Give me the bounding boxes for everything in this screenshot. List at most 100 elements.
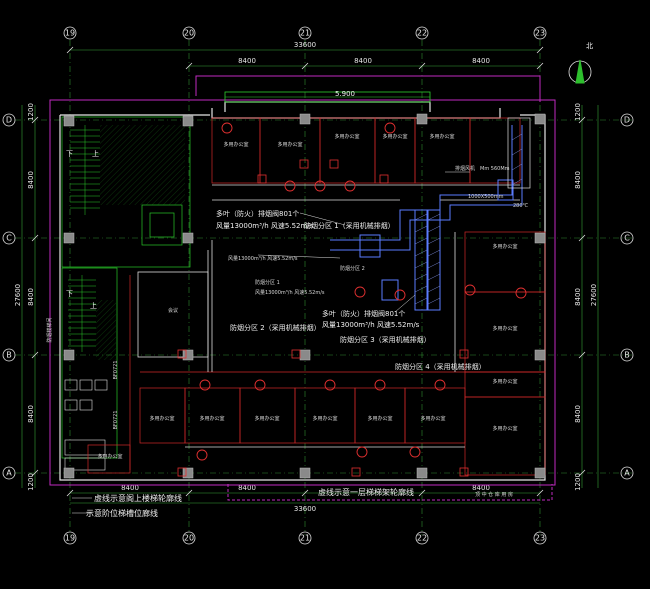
toilet-block — [64, 379, 108, 471]
legend-note-1: 虚线示意阁上楼梯轮廓线 — [94, 493, 182, 503]
vent-small-2: 风量13000m³/h 风速5.52m/s — [255, 289, 325, 296]
room-label-6: 多用办公室 — [492, 243, 517, 250]
white-partitions — [137, 184, 520, 448]
dim-right-seg-5: 1200 — [574, 473, 582, 491]
dim-total-top: 33600 — [294, 41, 316, 49]
dim-left-seg-5: 1200 — [27, 473, 35, 491]
grid-col-top-2: 20 — [184, 29, 194, 38]
hatch-area-2 — [96, 300, 116, 360]
door-label-1: BF0721 — [113, 360, 119, 379]
room-label-4: 多用办公室 — [382, 133, 407, 140]
dim-right-total: 27600 — [590, 284, 598, 306]
dimension-lines — [21, 49, 599, 504]
fan-room — [507, 117, 531, 189]
legend-note-2: 示意阶位梯槽位廊线 — [86, 508, 158, 518]
dim-right-seg-3: 8400 — [574, 288, 582, 306]
smoke-vent-icons — [196, 122, 527, 461]
grid-col-top-5: 23 — [535, 29, 545, 38]
stair-treads-1 — [70, 125, 100, 215]
dim-left-seg-4: 8400 — [27, 405, 35, 423]
grid-bubbles — [2, 26, 634, 545]
dim-bottom-seg-4: 8400 — [472, 484, 490, 492]
legend-leaders — [72, 497, 92, 514]
grid-col-bottom-1: 19 — [65, 534, 75, 543]
stair-label-down-2: 下 — [66, 290, 73, 298]
smoke-duct — [330, 125, 523, 311]
room-markers — [177, 159, 469, 477]
room-label-17: 多用办公室 — [97, 453, 122, 460]
smoke-small-2: 防烟分区 2 — [340, 265, 365, 272]
temperature-label: 280℃ — [513, 203, 529, 209]
corridor-label-1: 防烟楼梯间 — [46, 317, 53, 342]
room-label-14: 多用办公室 — [367, 415, 392, 422]
dim-left-seg-1: 1200 — [27, 103, 35, 121]
dimension-ticks — [31, 46, 586, 497]
door-label-2: BF0721 — [113, 410, 119, 429]
grid-col-bottom-2: 20 — [184, 534, 194, 543]
room-label-16: 会议 — [168, 307, 178, 314]
stair-treads-2 — [68, 275, 96, 352]
grid-row-left-2: C — [6, 234, 12, 243]
dim-left-seg-3: 8400 — [27, 288, 35, 306]
vent-2-flow: 风量13000m³/h 风速5.52m/s — [322, 321, 420, 329]
vent-2-title: 多叶（防火）排烟阀801个 — [322, 309, 405, 318]
duct-hatch — [414, 133, 523, 305]
vent-1-title: 多叶（防火）排烟阀801个 — [216, 209, 299, 218]
bottom-right-room-label: 顶 中 仓 库 用 房 — [475, 491, 513, 498]
room-label-1: 多用办公室 — [223, 141, 248, 148]
room-label-12: 多用办公室 — [254, 415, 279, 422]
grid-row-right-3: B — [624, 351, 630, 360]
room-label-2: 多用办公室 — [277, 141, 302, 148]
smoke-zone-4: 防烟分区 4（采用机械排烟） — [395, 362, 486, 371]
smoke-zone-3: 防烟分区 3（采用机械排烟） — [340, 335, 431, 344]
grid-row-left-4: A — [6, 469, 12, 478]
roof-outline — [49, 75, 556, 501]
north-label: 北 — [586, 42, 593, 50]
fan-label: 排烟风机 — [455, 165, 475, 172]
room-label-11: 多用办公室 — [199, 415, 224, 422]
dim-bottom-seg-2: 8400 — [238, 484, 256, 492]
grid-col-bottom-5: 23 — [535, 534, 545, 543]
grid-row-right-1: D — [624, 116, 630, 125]
duct-size-b: 1000X500mm — [468, 194, 504, 200]
smoke-zone-2: 防烟分区 2（采用机械排烟） — [230, 323, 321, 332]
room-label-13: 多用办公室 — [312, 415, 337, 422]
smoke-small-1: 防烟分区 1 — [255, 279, 280, 286]
dim-left-seg-2: 8400 — [27, 171, 35, 189]
north-arrow-icon — [568, 59, 592, 84]
dim-top-seg-3: 8400 — [472, 57, 490, 65]
leader-lines — [257, 171, 470, 313]
dim-right-seg-1: 1200 — [574, 103, 582, 121]
stair-label-up-1: 上 — [92, 149, 99, 158]
elevation-label: 5.900 — [335, 90, 355, 98]
dim-bottom-seg-1: 8400 — [121, 484, 139, 492]
grid-row-right-2: C — [624, 234, 630, 243]
room-label-8: 多用办公室 — [492, 378, 517, 385]
dim-total-bottom: 33600 — [294, 505, 316, 513]
grid-col-top-4: 22 — [417, 29, 427, 38]
duct-size-a: Mm 560Mm — [480, 166, 510, 172]
room-label-7: 多用办公室 — [492, 325, 517, 332]
structural-columns — [63, 113, 546, 479]
room-label-9: 多用办公室 — [492, 425, 517, 432]
interior-partitions — [87, 117, 546, 476]
dim-left-total: 27600 — [14, 284, 22, 306]
room-label-10: 多用办公室 — [149, 415, 174, 422]
grid-col-bottom-4: 22 — [417, 534, 427, 543]
vent-small-1: 风量13000m³/h 风速5.52m/s — [228, 255, 298, 262]
room-label-15: 多用办公室 — [420, 415, 445, 422]
stair-label-up-2: 上 — [90, 301, 97, 310]
grid-row-left-1: D — [6, 116, 12, 125]
grid-col-top-3: 21 — [300, 29, 310, 38]
room-label-3: 多用办公室 — [334, 133, 359, 140]
room-labels: 多用办公室 多用办公室 多用办公室 多用办公室 多用办公室 多用办公室 多用办公… — [97, 133, 517, 460]
smoke-zone-1: 防烟分区 1（采用机械排烟） — [304, 221, 395, 230]
dim-top-seg-2: 8400 — [354, 57, 372, 65]
legend-note-3: 虚线示意一层梯梯架轮廓线 — [318, 487, 414, 497]
grid-row-left-3: B — [6, 351, 12, 360]
stair-label-down-1: 下 — [66, 150, 73, 158]
grid-row-right-4: A — [624, 469, 630, 478]
room-label-5: 多用办公室 — [429, 133, 454, 140]
dim-top-seg-1: 8400 — [238, 57, 256, 65]
